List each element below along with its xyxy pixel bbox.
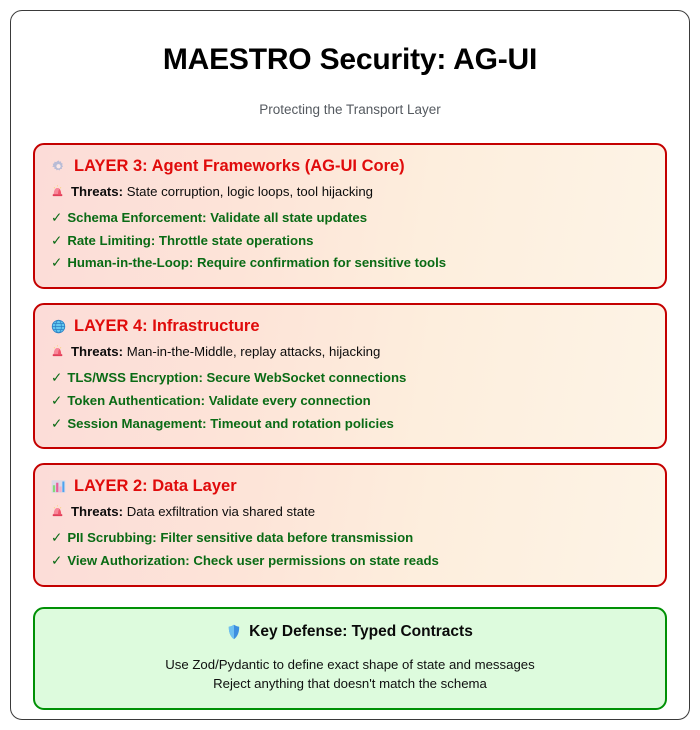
- threats-value: Data exfiltration via shared state: [126, 504, 316, 520]
- defense-body: Use Zod/Pydantic to define exact shape o…: [49, 656, 651, 693]
- check-icon: ✓: [51, 232, 63, 248]
- control-label: Human-in-the-Loop: Require confirmation …: [67, 255, 447, 271]
- threats-value: Man-in-the-Middle, replay attacks, hijac…: [126, 344, 381, 360]
- control-label: Session Management: Timeout and rotation…: [67, 415, 394, 431]
- layer-panel-2[interactable]: LAYER 2: Data Layer Threats: Data: [33, 463, 667, 587]
- page-subtitle: Protecting the Transport Layer: [259, 102, 441, 117]
- threat-row: Threats: Data exfiltration via shared st…: [51, 504, 651, 519]
- control-item: ✓ TLS/WSS Encryption: Secure WebSocket c…: [51, 368, 651, 388]
- threats-label: Threats:: [71, 344, 124, 360]
- threats-label: Threats:: [71, 504, 124, 520]
- threat-row: Threats: State corruption, logic loops, …: [51, 184, 651, 199]
- threat-text: Threats: Man-in-the-Middle, replay attac…: [71, 344, 380, 359]
- controls-list: ✓ TLS/WSS Encryption: Secure WebSocket c…: [51, 368, 651, 433]
- controls-list: ✓ Schema Enforcement: Validate all state…: [51, 208, 651, 273]
- layer-header: LAYER 3: Agent Frameworks (AG-UI Core): [51, 157, 651, 176]
- control-item: ✓ Rate Limiting: Throttle state operatio…: [51, 231, 651, 251]
- threats-label: Threats:: [71, 184, 124, 199]
- layer-panel-3[interactable]: LAYER 3: Agent Frameworks (AG-UI Core): [33, 143, 667, 290]
- check-icon: ✓: [51, 255, 63, 271]
- threat-row: Threats: Man-in-the-Middle, replay attac…: [51, 344, 651, 359]
- slide-card: MAESTRO Security: AG-UI Protecting the T…: [10, 10, 690, 720]
- layer-title: LAYER 3: Agent Frameworks (AG-UI Core): [74, 157, 405, 175]
- check-icon: ✓: [51, 553, 63, 569]
- check-icon: ✓: [51, 370, 63, 386]
- check-icon: ✓: [51, 392, 63, 408]
- threats-value: State corruption, logic loops, tool hija…: [126, 184, 374, 199]
- threat-text: Threats: Data exfiltration via shared st…: [71, 504, 315, 519]
- check-icon: ✓: [51, 210, 63, 225]
- siren-icon: [51, 504, 64, 519]
- defense-line-2: Reject anything that doesn't match the s…: [213, 675, 487, 691]
- globe-icon: [51, 319, 66, 334]
- defense-header: Key Defense: Typed Contracts: [227, 623, 473, 641]
- layer-title: LAYER 4: Infrastructure: [74, 317, 260, 336]
- layer-panel-4[interactable]: LAYER 4: Infrastructure Threats:: [33, 303, 667, 450]
- gear-icon: [51, 159, 66, 174]
- control-label: Token Authentication: Validate every con…: [67, 392, 371, 408]
- defense-title: Key Defense: Typed Contracts: [249, 622, 473, 640]
- control-item: ✓ Session Management: Timeout and rotati…: [51, 414, 651, 434]
- siren-icon: [51, 344, 64, 359]
- control-label: TLS/WSS Encryption: Secure WebSocket con…: [67, 370, 407, 386]
- control-item: ✓ View Authorization: Check user permiss…: [51, 551, 651, 571]
- layer-list: LAYER 3: Agent Frameworks (AG-UI Core): [33, 143, 667, 587]
- layer-title: LAYER 2: Data Layer: [74, 477, 237, 496]
- control-item: ✓ Schema Enforcement: Validate all state…: [51, 208, 651, 228]
- control-item: ✓ Token Authentication: Validate every c…: [51, 391, 651, 411]
- control-label: Rate Limiting: Throttle state operations: [67, 232, 314, 248]
- control-item: ✓ Human-in-the-Loop: Require confirmatio…: [51, 253, 651, 273]
- layer-header: LAYER 4: Infrastructure: [51, 317, 651, 336]
- control-item: ✓ PII Scrubbing: Filter sensitive data b…: [51, 528, 651, 548]
- bar-chart-icon: [51, 479, 66, 494]
- check-icon: ✓: [51, 530, 63, 546]
- shield-icon: [227, 624, 241, 640]
- layer-header: LAYER 2: Data Layer: [51, 477, 651, 496]
- defense-line-1: Use Zod/Pydantic to define exact shape o…: [165, 656, 535, 672]
- siren-icon: [51, 184, 64, 199]
- page-title: MAESTRO Security: AG-UI: [162, 43, 538, 76]
- control-label: View Authorization: Check user permissio…: [67, 553, 439, 569]
- threat-text: Threats: State corruption, logic loops, …: [71, 184, 373, 199]
- check-icon: ✓: [51, 415, 63, 431]
- control-label: PII Scrubbing: Filter sensitive data bef…: [67, 530, 414, 546]
- key-defense-panel[interactable]: Key Defense: Typed Contracts Use Zod/Pyd…: [33, 606, 667, 711]
- controls-list: ✓ PII Scrubbing: Filter sensitive data b…: [51, 528, 651, 570]
- control-label: Schema Enforcement: Validate all state u…: [67, 210, 368, 225]
